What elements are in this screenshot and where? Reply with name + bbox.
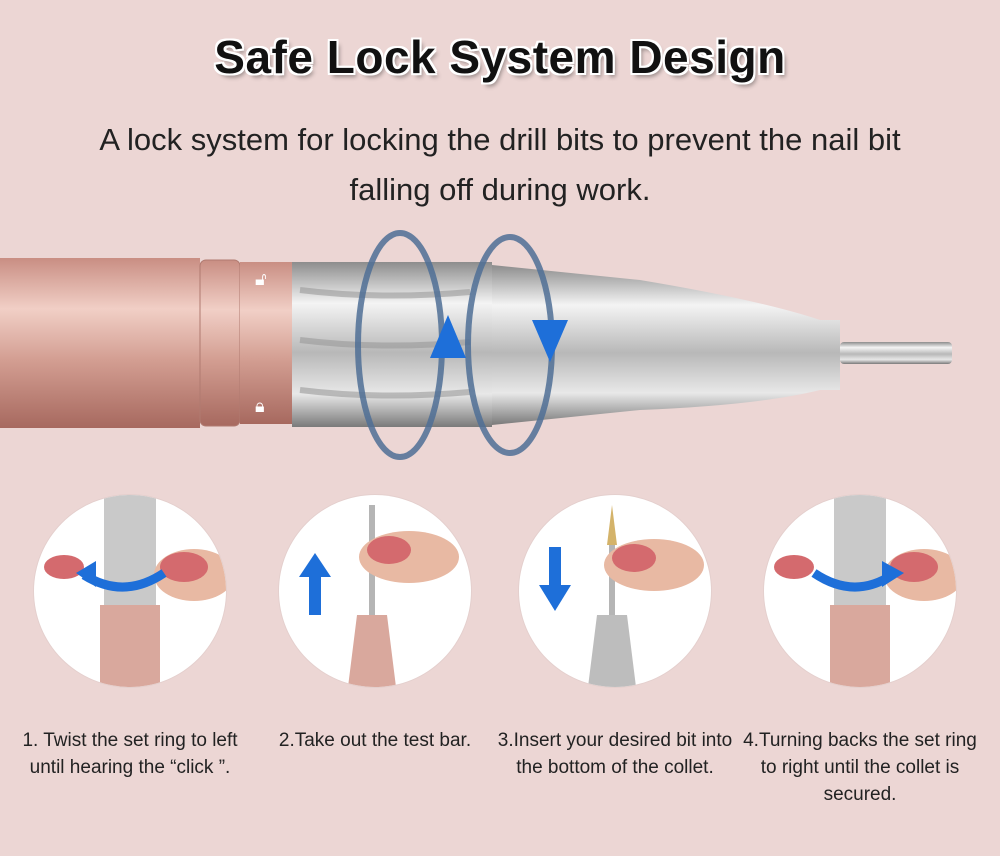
lock-icon: 🔒︎: [255, 396, 265, 417]
step-2: 2.Take out the test bar.: [255, 495, 495, 754]
step-3-image: [519, 495, 711, 687]
step-2-caption: 2.Take out the test bar.: [278, 730, 472, 751]
step-4-image: [764, 495, 956, 687]
step-4: 4.Turning backs the set ring to right un…: [740, 495, 980, 808]
step-2-image: [279, 495, 471, 687]
step-4-caption: 4.Turning backs the set ring to right un…: [743, 730, 977, 805]
step-3-caption: 3.Insert your desired bit into the botto…: [497, 730, 733, 778]
handle-ring: [199, 259, 241, 427]
left-arrow-icon: [76, 561, 96, 587]
handle-body: [0, 258, 200, 428]
unlock-icon: 🔓︎: [255, 269, 267, 290]
right-arrow-icon: [882, 561, 904, 587]
down-arrow-icon: [532, 320, 568, 362]
page-subtitle: A lock system for locking the drill bits…: [99, 122, 901, 207]
step-1-caption: 1. Twist the set ring to left until hear…: [22, 730, 238, 778]
down-arrow-icon: [539, 585, 571, 611]
step-1-image: [34, 495, 226, 687]
step-1: 1. Twist the set ring to left until hear…: [10, 495, 250, 781]
test-bar: [840, 342, 952, 364]
metal-taper: [492, 265, 840, 425]
up-arrow-icon: [430, 315, 466, 358]
page-title: Safe Lock System Design: [214, 31, 786, 83]
drill-handpiece-illustration: 🔓︎ 🔒︎: [0, 230, 952, 460]
step-3: 3.Insert your desired bit into the botto…: [495, 495, 735, 781]
up-arrow-icon: [299, 553, 331, 577]
